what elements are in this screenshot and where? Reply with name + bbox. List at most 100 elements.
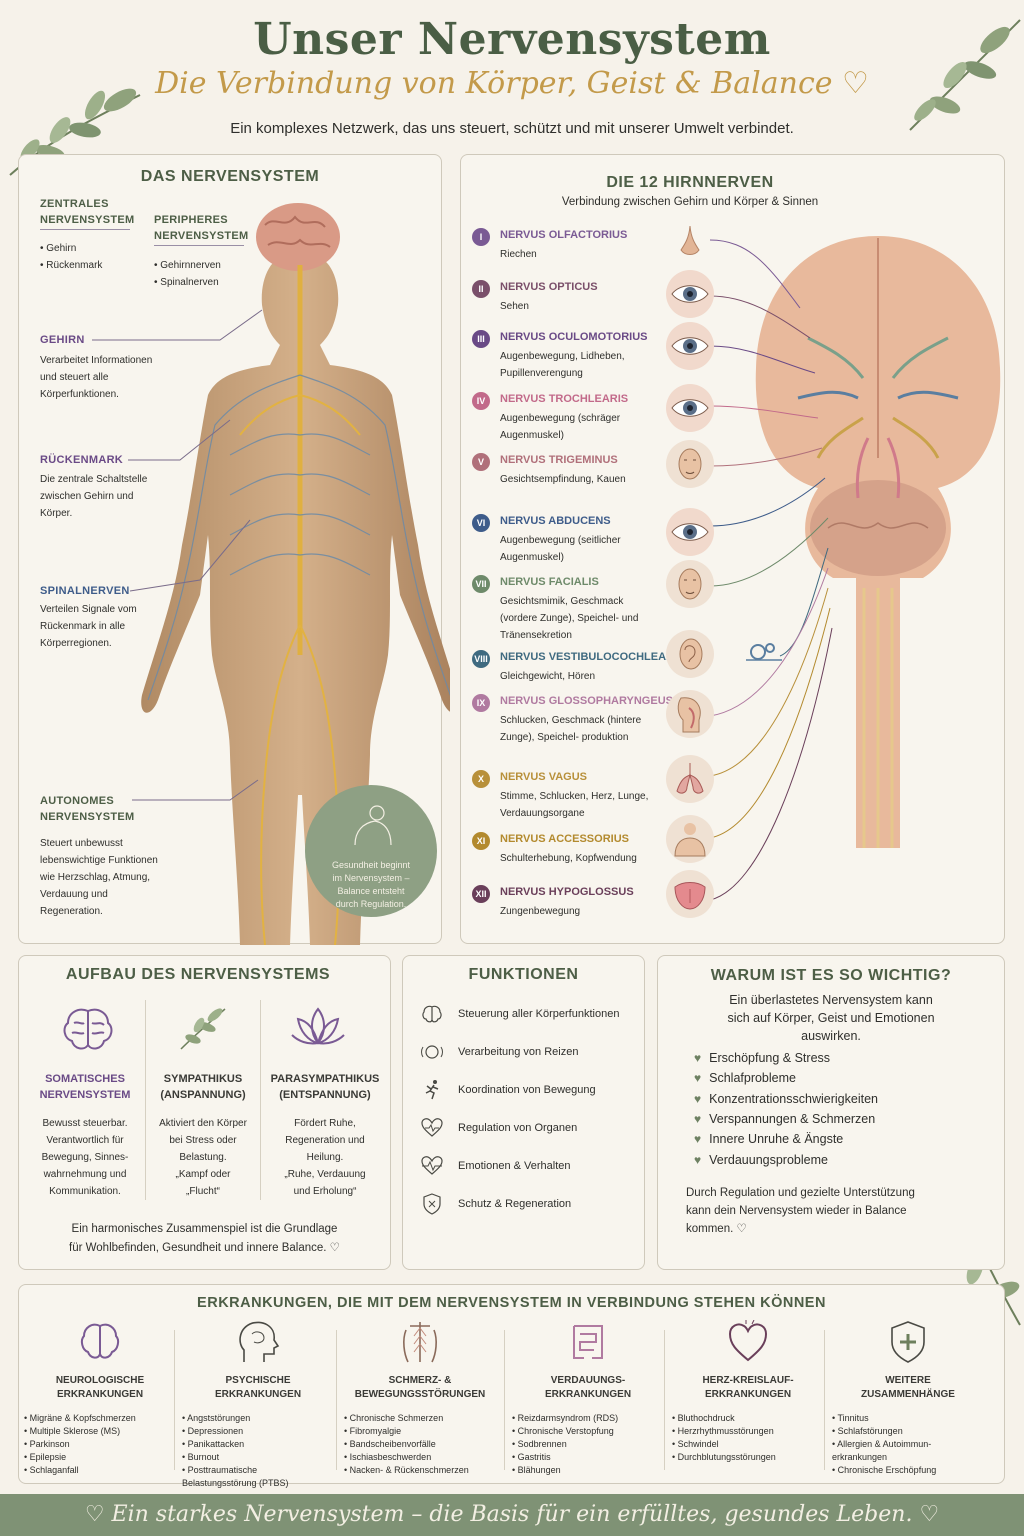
- why-item-label: Verdauungsprobleme: [709, 1152, 828, 1167]
- nerve-description: Augenbewegung (schräger Augenmuskel): [500, 413, 621, 441]
- functions-panel: [402, 955, 645, 1270]
- why-intro: Ein überlastetes Nervensystem kann sich …: [727, 993, 935, 1043]
- disease-item: • Sodbrennen: [512, 1439, 567, 1449]
- heart-bullet-icon: ♥: [694, 1111, 702, 1126]
- brain-icon: [63, 1008, 113, 1050]
- function-item: Koordination von Bewegung: [420, 1076, 596, 1104]
- disease-item: • Multiple Sklerose (MS): [24, 1426, 121, 1436]
- disease-item: • Herzrhythmusstörungen: [672, 1426, 774, 1436]
- nerve-number-badge: V: [472, 453, 490, 471]
- function-item: Regulation von Organen: [420, 1114, 577, 1142]
- disease-item: • Chronische Verstopfung: [512, 1426, 614, 1436]
- heartbeat-icon: [420, 1154, 444, 1178]
- nerve-name: NERVUS VESTIBULOCOCHLEARIS: [500, 651, 685, 663]
- function-item: Schutz & Regeneration: [420, 1190, 571, 1218]
- disease-category: HERZ-KREISLAUF-ERKRANKUNGEN• Bluthochdru…: [668, 1320, 828, 1464]
- disease-item-list: • Chronische Schmerzen• Fibromyalgie• Ba…: [340, 1412, 500, 1477]
- nerve-description: Gesichtsmimik, Geschmack (vordere Zunge)…: [500, 596, 639, 641]
- sympathetic-heading: SYMPATHIKUS (ANSPANNUNG): [160, 1073, 246, 1101]
- cranial-nerves-subtitle: Verbindung zwischen Gehirn und Körper & …: [561, 196, 819, 208]
- disease-item-list: • Tinnitus• Schlafstörungen• Allergien &…: [828, 1412, 988, 1477]
- nerve-description: Sehen: [500, 301, 529, 312]
- page-subtitle: Die Verbindung von Körper, Geist & Balan…: [155, 66, 869, 101]
- nerve-name: NERVUS FACIALIS: [500, 576, 599, 588]
- why-list-item: ♥Verdauungsprobleme: [694, 1153, 828, 1167]
- function-label: Emotionen & Verhalten: [458, 1160, 571, 1172]
- disease-column-divider: [504, 1330, 505, 1470]
- disease-item: • Reizdarmsyndrom (RDS): [512, 1413, 619, 1423]
- eye-icon: [666, 322, 714, 370]
- nerve-number-badge: I: [472, 228, 490, 246]
- disease-item: • Nacken- & Rückenschmerzen: [344, 1465, 469, 1475]
- why-title: WARUM IST ES SO WICHTIG?: [710, 967, 952, 984]
- nerve-name: NERVUS TRIGEMINUS: [500, 454, 618, 466]
- functions-title: FUNKTIONEN: [468, 966, 579, 983]
- nerve-description: Zungenbewegung: [500, 906, 581, 917]
- lotus-icon: [291, 1007, 345, 1045]
- leader-lines: [92, 309, 263, 801]
- inner-ear-icon: [744, 640, 784, 671]
- nerve-description: Schulterhebung, Kopfwendung: [500, 853, 637, 864]
- peripheral-nervous-system-heading: PERIPHERES NERVENSYSTEM: [154, 214, 249, 242]
- why-list-item: ♥Konzentrationsschwierigkeiten: [694, 1092, 878, 1106]
- health-quote-circle: Gesundheit beginnt im Nervensystem – Bal…: [305, 785, 437, 917]
- lungs-icon: [666, 755, 714, 803]
- nerve-connector-lines: [710, 239, 833, 901]
- heart-bullet-icon: ♥: [694, 1071, 702, 1086]
- disease-category: VERDAUUNGS-ERKRANKUNGEN• Reizdarmsyndrom…: [508, 1320, 668, 1477]
- disease-item: • Tinnitus: [832, 1413, 869, 1423]
- function-label: Verarbeitung von Reizen: [458, 1046, 579, 1058]
- nerve-name: NERVUS ACCESSORIUS: [500, 833, 629, 845]
- page-title: Unser Nervensystem: [253, 14, 771, 65]
- leaf-sprig-icon: [180, 1008, 226, 1050]
- brain-icon: [80, 1323, 120, 1359]
- nerve-number-badge: II: [472, 280, 490, 298]
- disease-item: • Depressionen: [182, 1426, 244, 1436]
- nerve-number-badge: VIII: [472, 650, 490, 668]
- shield-icon: [420, 1192, 444, 1216]
- spinal-nerves-description: Verteilen Signale vom Rückenmark in alle…: [40, 604, 137, 649]
- cranial-nerve-item: VII NERVUS FACIALIS Gesichtsmimik, Geschma…: [472, 575, 692, 641]
- nerve-number-badge: X: [472, 770, 490, 788]
- cranial-nerves-title: DIE 12 HIRNNERVEN: [606, 174, 774, 191]
- parasympathetic-text: Fördert Ruhe, Regeneration und Heilung. …: [284, 1118, 366, 1197]
- function-item: Verarbeitung von Reizen: [420, 1038, 578, 1066]
- face-icon: [666, 440, 714, 488]
- disease-column-divider: [824, 1330, 825, 1470]
- intestine-icon: [573, 1325, 603, 1359]
- nerve-number-badge: III: [472, 330, 490, 348]
- nerve-name: NERVUS GLOSSOPHARYNGEUS: [500, 695, 673, 707]
- disease-item: • Schlaganfall: [24, 1465, 79, 1475]
- eye-icon: [666, 384, 714, 432]
- diseases-panel: [18, 1284, 1005, 1484]
- structure-divider-2: [260, 1000, 261, 1200]
- disease-item: • Fibromyalgie: [344, 1426, 402, 1436]
- leaf-branch-top-left-icon: [9, 88, 141, 176]
- ear-icon: [666, 630, 714, 678]
- nerve-number-badge: IV: [472, 392, 490, 410]
- central-nervous-system-list: • Gehirn • Rückenmark: [40, 243, 103, 271]
- nerve-name: NERVUS OLFACTORIUS: [500, 229, 628, 241]
- cranial-nerve-item: VIII NERVUS VESTIBULOCOCHLEARIS Gleichgewi…: [472, 650, 692, 706]
- why-item-label: Erschöpfung & Stress: [709, 1051, 831, 1065]
- nerve-description: Gleichgewicht, Hören: [500, 671, 596, 682]
- nerve-name: NERVUS VAGUS: [500, 771, 588, 783]
- disease-item: • Allergien & Autoimmun-: [832, 1439, 932, 1449]
- nerve-number-badge: VII: [472, 575, 490, 593]
- why-outro: Durch Regulation und gezielte Unterstütz…: [686, 1187, 915, 1235]
- brain-description: Verarbeitet Informationen und steuert al…: [40, 355, 153, 400]
- disease-item: • Schwindel: [672, 1439, 719, 1449]
- disease-category-heading: HERZ-KREISLAUF-ERKRANKUNGEN: [702, 1375, 794, 1400]
- why-item-label: Verspannungen & Schmerzen: [709, 1111, 876, 1126]
- head-waves-icon: [420, 1040, 444, 1064]
- disease-item: • Durchblutungsstörungen: [672, 1452, 776, 1462]
- parasympathetic-heading: PARASYMPATHIKUS (ENTSPANNUNG): [270, 1073, 380, 1101]
- disease-item-list: • Migräne & Kopfschmerzen• Multiple Skle…: [20, 1412, 180, 1477]
